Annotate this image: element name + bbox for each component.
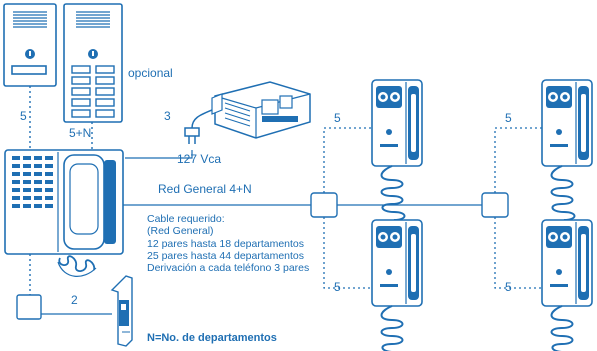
entry-panel-1	[3, 3, 57, 87]
lock-wires-label: 2	[71, 293, 78, 307]
intercom-handset-icon	[371, 219, 423, 351]
cable-note-line: Cable requerido:	[147, 213, 225, 225]
entry-panel-extra-wires-label: 5+N	[69, 126, 92, 140]
concierge-phone-icon	[4, 149, 124, 277]
legend-label: N=No. de departamentos	[147, 332, 277, 344]
cable-note-line: 25 pares hasta 44 departamentos	[147, 249, 305, 262]
optional-label: opcional	[128, 66, 173, 80]
power-voltage-label: 127 Vca	[177, 152, 222, 166]
entry-panel-2	[63, 3, 123, 123]
power-supply-icon	[211, 81, 311, 139]
cable-note-line: Derivación a cada teléfono 3 pares	[147, 262, 310, 275]
junction-box-icon	[481, 192, 509, 218]
cable-note-line: (Red General)	[147, 225, 214, 238]
junction-box-icon	[16, 294, 42, 320]
handset-wires-label: 5	[505, 111, 512, 125]
cable-note-line: 12 pares hasta 18 departamentos	[147, 237, 305, 250]
entry-panel-wires-label: 5	[20, 109, 27, 123]
intercom-handset-icon	[541, 79, 593, 229]
handset-wires-label: 5	[334, 111, 341, 125]
handset-wires-label: 5	[334, 280, 341, 294]
power-wires-label: 3	[164, 109, 171, 123]
handset-wires-label: 5	[505, 280, 512, 294]
power-plug-icon	[184, 109, 213, 144]
electric-strike-icon	[110, 275, 133, 347]
network-label: Red General 4+N	[158, 182, 252, 196]
intercom-handset-icon	[541, 219, 593, 351]
junction-box-icon	[310, 192, 338, 218]
cable-note: Cable requerido: (Red General) 12 pares …	[147, 213, 309, 274]
